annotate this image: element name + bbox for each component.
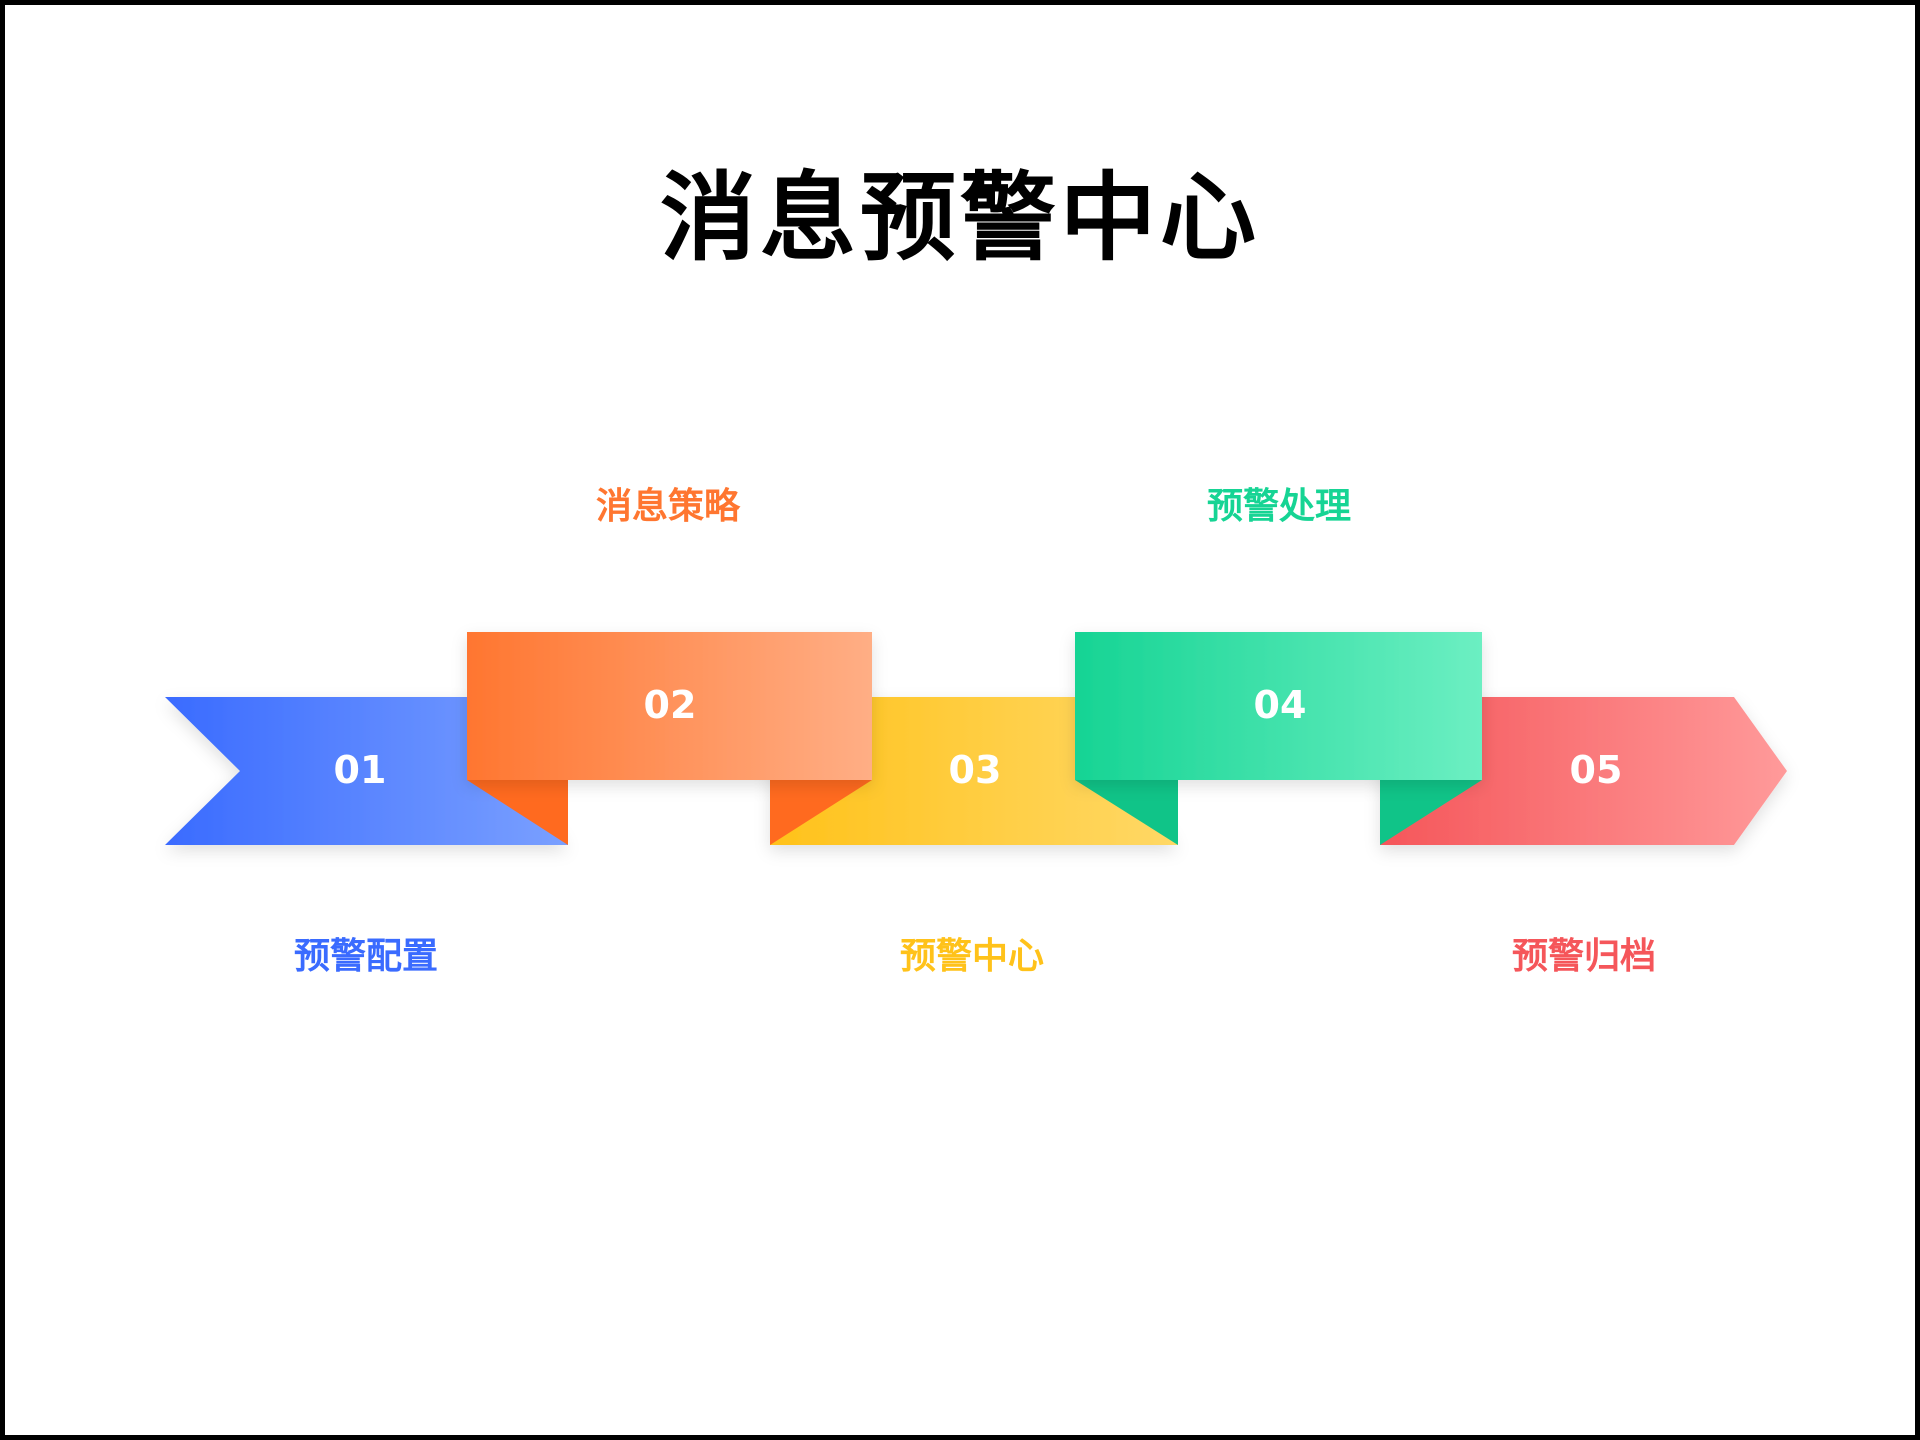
step-label-02: 消息策略 [595,486,740,527]
segment-04 [1075,632,1482,780]
step-number-05: 05 [1570,748,1623,792]
fold-04-left [1075,780,1178,845]
step-label-03: 预警中心 [899,936,1044,977]
step-number-03: 03 [949,748,1002,792]
fold-02-left [467,780,568,845]
step-label-01: 预警配置 [293,936,438,977]
step-number-02: 02 [644,683,697,727]
page-title: 消息预警中心 [660,162,1260,274]
step-number-04: 04 [1254,683,1307,727]
step-label-05: 预警归档 [1511,936,1656,977]
step-number-01: 01 [334,748,387,792]
step-label-04: 预警处理 [1206,486,1351,527]
fold-04-right [1380,780,1482,845]
segment-02 [467,632,872,780]
fold-02-right [770,780,872,845]
